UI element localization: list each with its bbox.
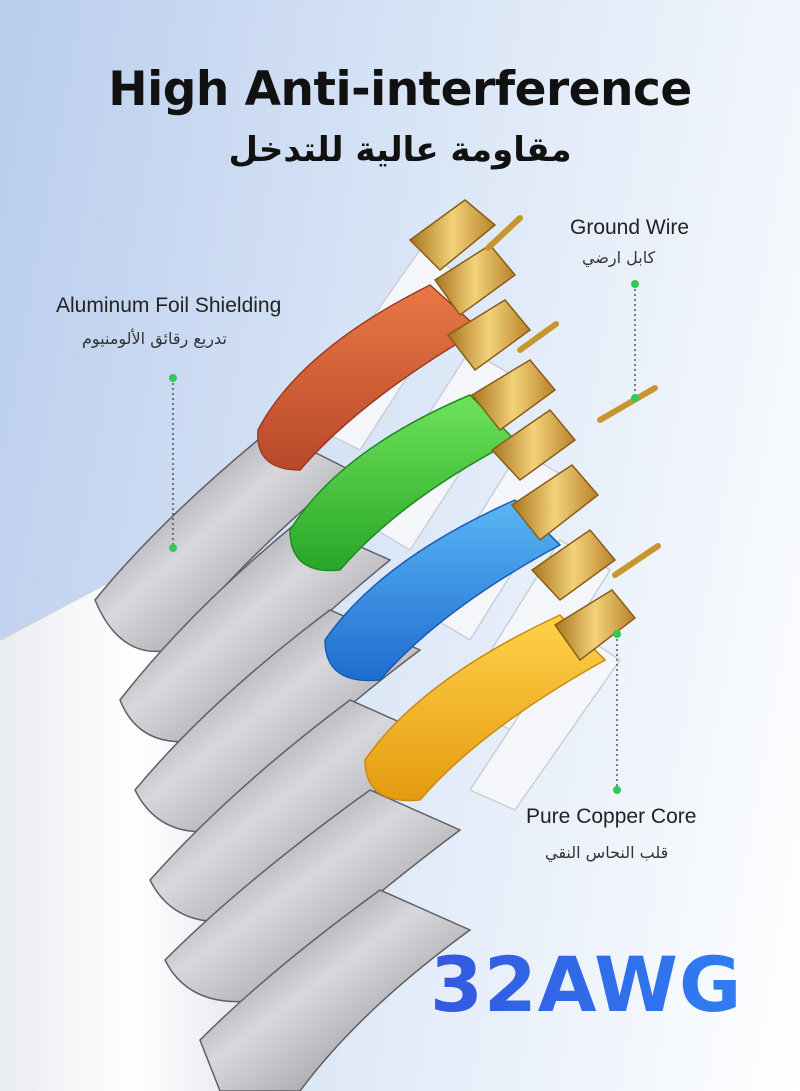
yellow-wire <box>364 614 607 802</box>
page-title: High Anti-interference <box>108 62 692 117</box>
blue-wire <box>324 499 562 682</box>
orange-wire <box>257 284 482 471</box>
ground-wires <box>485 215 661 578</box>
callout-dots <box>169 280 639 794</box>
callout-lines <box>172 284 636 790</box>
copper-core-label-arabic: قلب النحاس النقي <box>545 843 669 862</box>
ground-wire-label: Ground Wire <box>570 216 690 239</box>
foil-shielding-label: Aluminum Foil Shielding <box>56 294 282 317</box>
page-title-arabic: مقاومة عالية للتدخل <box>228 130 572 170</box>
foil-shield-group <box>94 429 472 1091</box>
gauge-label: 32AWG <box>430 940 743 1029</box>
foil-shielding-label-arabic: تدريع رقائق الألومنيوم <box>82 329 227 348</box>
copper-core-label: Pure Copper Core <box>526 805 697 828</box>
green-wire <box>289 394 517 572</box>
ground-wire-label-arabic: كابل ارضي <box>582 248 656 267</box>
copper-cores <box>408 199 637 662</box>
